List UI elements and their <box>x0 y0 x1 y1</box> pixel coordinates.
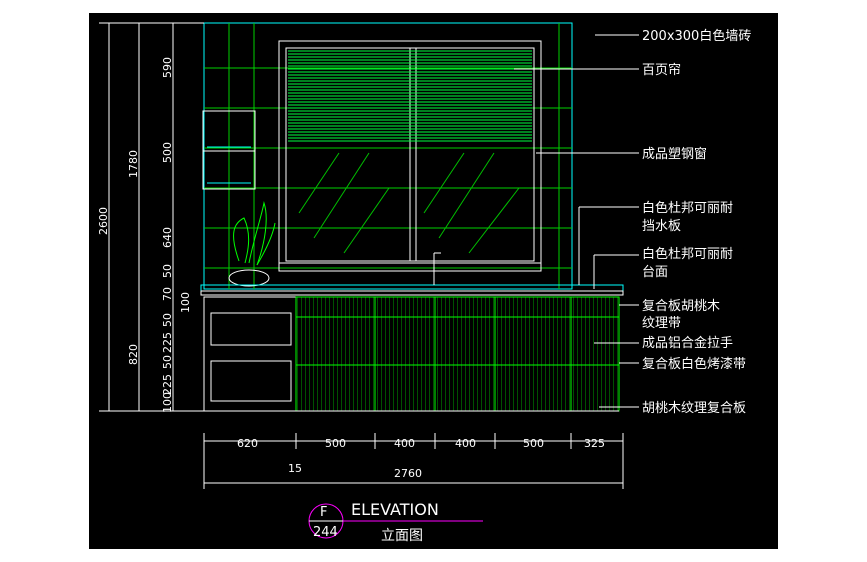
countertop <box>200 252 624 296</box>
dim-820: 820 <box>127 344 140 365</box>
dim-640: 640 <box>161 227 174 248</box>
label-handle: 成品铝合金拉手 <box>642 335 733 351</box>
dim-500: 500 <box>161 142 174 163</box>
dim-400-b: 400 <box>455 437 476 450</box>
dim-15: 15 <box>288 462 302 475</box>
dim-50a: 50 <box>161 264 174 278</box>
left-dimension-lines <box>99 22 204 412</box>
title-en: ELEVATION <box>351 500 439 519</box>
label-countertop-1: 白色杜邦可丽耐 <box>642 246 733 262</box>
title-cn: 立面图 <box>381 528 423 544</box>
label-blinds: 百页帘 <box>642 62 681 78</box>
dim-620: 620 <box>237 437 258 450</box>
label-countertop-2: 台面 <box>642 265 668 280</box>
dim-500-c: 500 <box>523 437 544 450</box>
elevation-drawing: 590 500 640 50 70 50 100 225 50 225 100 … <box>97 22 751 544</box>
dim-100b: 100 <box>161 392 174 413</box>
wall-shelf <box>202 110 256 190</box>
annotation-text: 200x300白色墙砖 百页帘 成品塑钢窗 白色杜邦可丽耐 挡水板 白色杜邦可丽… <box>642 28 751 416</box>
annotation-leaders <box>514 34 639 408</box>
label-walnut-strip-2: 纹理带 <box>642 316 681 331</box>
base-cabinets <box>203 296 620 412</box>
blinds <box>288 50 532 142</box>
window-glass-hatch <box>298 152 520 254</box>
dim-325: 325 <box>584 437 605 450</box>
label-wall-tile: 200x300白色墙砖 <box>642 28 751 44</box>
label-window: 成品塑钢窗 <box>642 146 707 162</box>
dim-2600: 2600 <box>97 207 110 235</box>
dim-100a: 100 <box>179 292 192 313</box>
dim-400-a: 400 <box>394 437 415 450</box>
label-walnut-board: 胡桃木纹理复合板 <box>642 401 746 416</box>
label-white-lacquer: 复合板白色烤漆带 <box>642 356 746 372</box>
dim-225a: 225 <box>161 332 174 353</box>
dim-50c: 50 <box>161 355 174 369</box>
title-block: F 244 ELEVATION 立面图 <box>308 500 483 544</box>
label-backsplash-2: 挡水板 <box>642 219 681 234</box>
left-dimension-text: 590 500 640 50 70 50 100 225 50 225 100 … <box>97 57 192 413</box>
title-number: 244 <box>313 525 338 540</box>
bottom-dimension-text: 620 500 400 400 500 325 15 2760 <box>237 437 605 480</box>
title-letter: F <box>320 505 327 520</box>
dim-50b: 50 <box>161 313 174 327</box>
bottom-dimension-lines <box>203 433 624 489</box>
dim-70: 70 <box>161 287 174 301</box>
dim-1780: 1780 <box>127 150 140 178</box>
plant-decoration <box>228 201 276 287</box>
cad-drawing-canvas: 590 500 640 50 70 50 100 225 50 225 100 … <box>89 13 778 549</box>
dim-2760: 2760 <box>394 467 422 480</box>
dim-500-b: 500 <box>325 437 346 450</box>
dim-590: 590 <box>161 57 174 78</box>
dim-225b: 225 <box>161 374 174 395</box>
label-walnut-strip-1: 复合板胡桃木 <box>642 299 720 314</box>
label-backsplash-1: 白色杜邦可丽耐 <box>642 200 733 216</box>
